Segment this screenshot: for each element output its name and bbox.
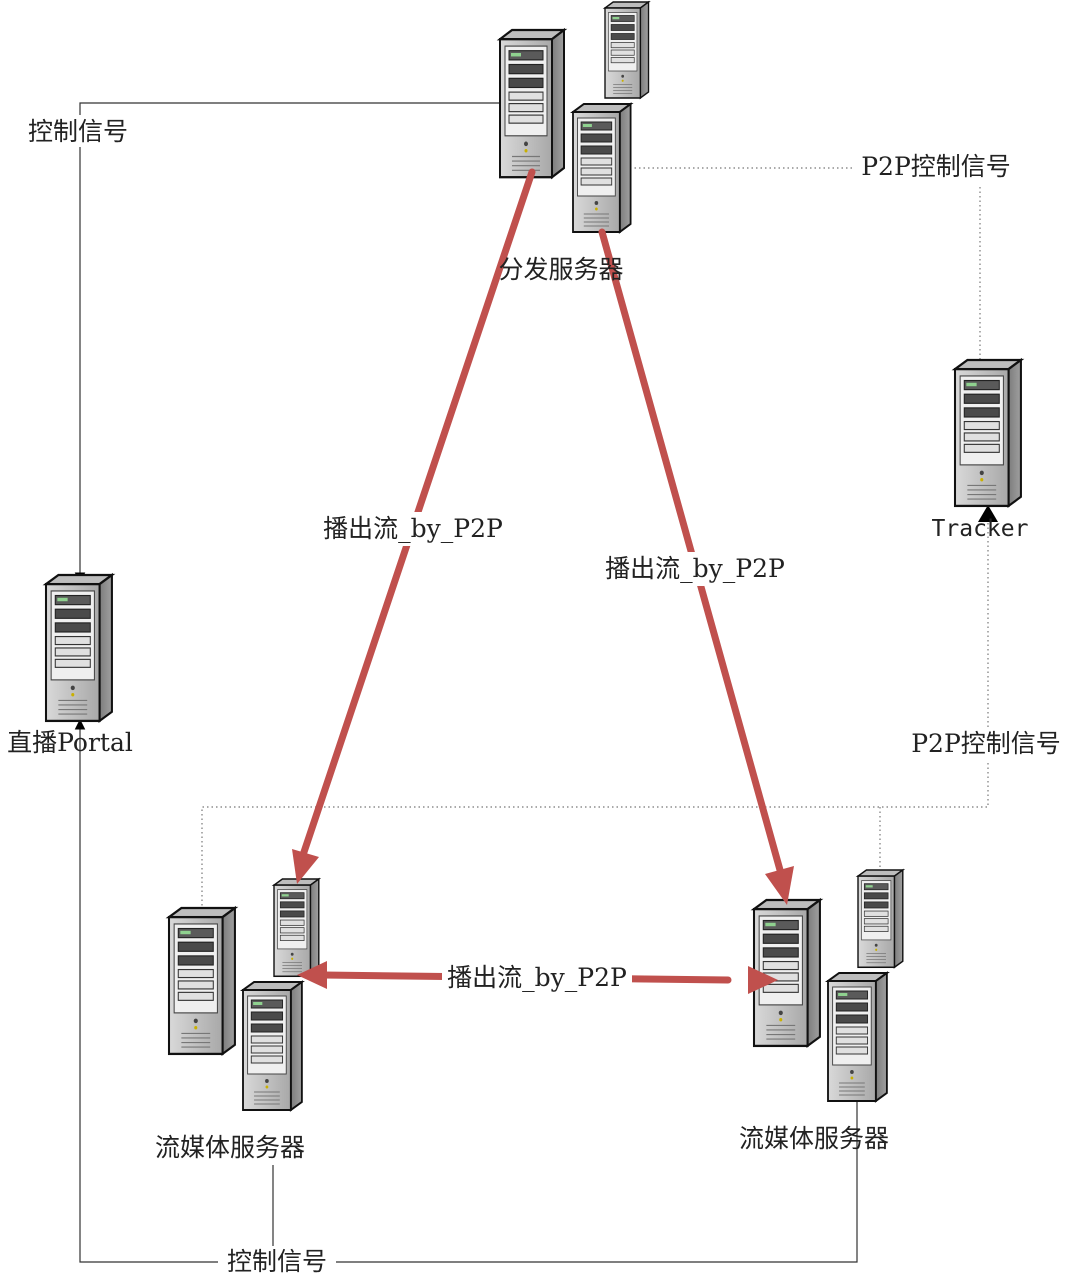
server-icon (604, 1, 650, 99)
portal-label: 直播Portal (7, 728, 133, 757)
tracker-label: Tracker (932, 516, 1029, 542)
control-signal-label-bottom: 控制信号 (227, 1247, 327, 1276)
tracker-server (953, 358, 1023, 508)
control-connector-top (74, 102, 500, 584)
server-icon (572, 103, 632, 233)
stream-label-right: 播出流_by_P2P (605, 554, 785, 583)
media-server-left-group (167, 878, 320, 1111)
control-signal-label-top: 控制信号 (28, 117, 128, 146)
control-connector-bottom (74, 718, 858, 1263)
server-icon (273, 878, 320, 978)
server-icon (857, 869, 904, 969)
server-icon (827, 972, 888, 1102)
distribution-server-label: 分发服务器 (498, 255, 623, 284)
portal-server (44, 573, 114, 723)
server-icon (752, 898, 822, 1048)
media-server-right-group (752, 869, 904, 1102)
stream-arrow-right (598, 228, 794, 905)
server-icon (498, 28, 566, 179)
server-icon (953, 358, 1023, 508)
p2p-control-label-top: P2P控制信号 (861, 152, 1011, 181)
server-icon (242, 981, 303, 1111)
server-icon (167, 906, 237, 1056)
stream-label-bottom: 播出流_by_P2P (447, 963, 627, 992)
p2p-control-label-right: P2P控制信号 (911, 729, 1061, 758)
stream-label-left: 播出流_by_P2P (323, 514, 503, 543)
media-server-left-label: 流媒体服务器 (155, 1133, 305, 1162)
media-server-right-label: 流媒体服务器 (739, 1124, 889, 1153)
server-icon (44, 573, 114, 723)
